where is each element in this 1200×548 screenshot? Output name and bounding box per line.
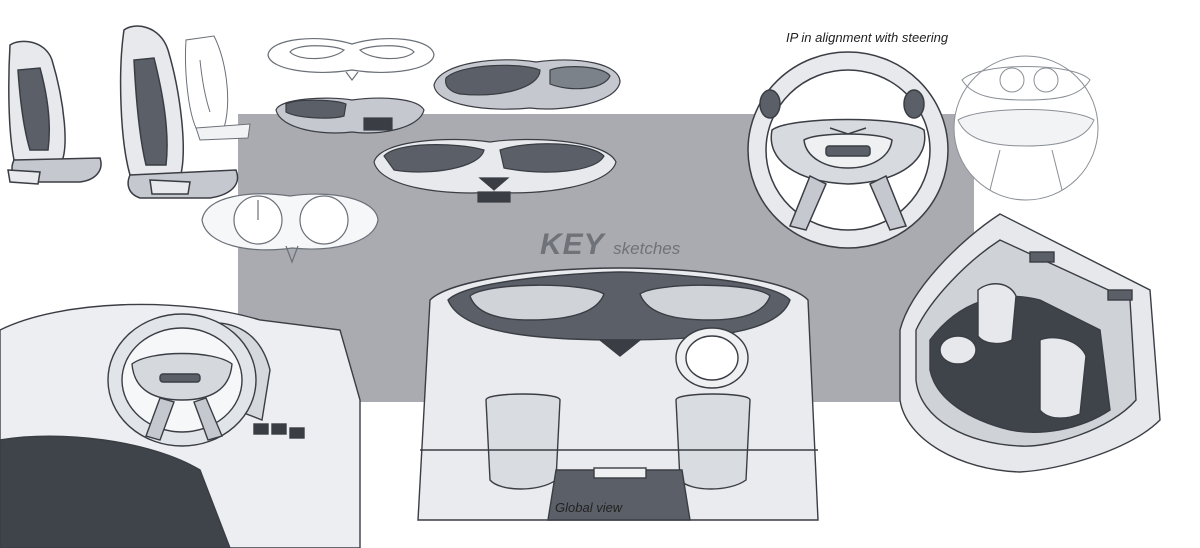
caption-global-view: Global view	[555, 500, 623, 515]
interior-topview-sketch	[417, 267, 819, 521]
title-main: KEY	[540, 228, 605, 261]
steering-ip-sketch	[953, 55, 1099, 201]
instrument-cluster-sketch	[201, 193, 379, 264]
seat-sketch-3	[185, 35, 251, 141]
board-title: KEY sketches	[540, 228, 680, 262]
cabin-iso-sketch	[899, 213, 1161, 473]
title-sub: sketches	[613, 239, 681, 258]
seat-sketch-1	[7, 40, 102, 185]
steering-wheel-sketch	[747, 51, 949, 249]
instrument-panel-sketch-2	[275, 97, 425, 134]
cockpit-sketch	[0, 303, 361, 548]
instrument-panel-sketch-1	[267, 37, 435, 81]
instrument-panel-sketch-4	[373, 138, 617, 203]
instrument-panel-sketch-3	[433, 59, 621, 110]
seat-sketch-2	[119, 25, 239, 199]
caption-ip-alignment: IP in alignment with steering	[786, 30, 949, 45]
